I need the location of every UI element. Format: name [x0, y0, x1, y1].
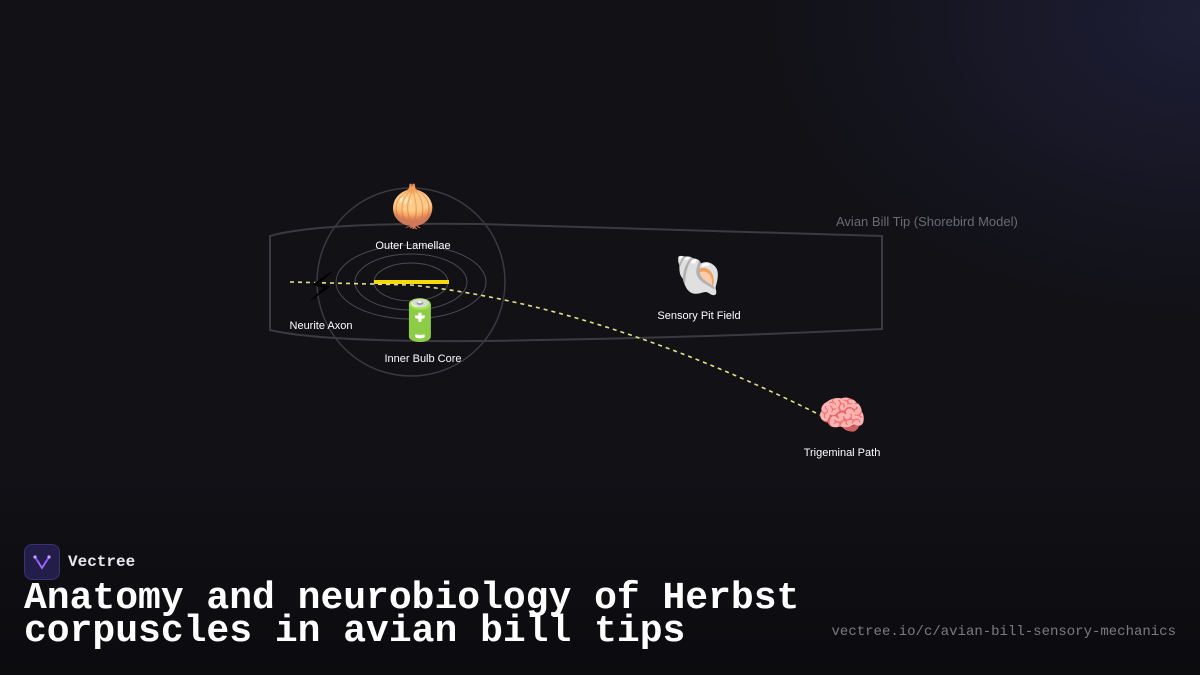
battery-icon: 🔋 [395, 298, 445, 344]
neurite-axon-label: Neurite Axon [289, 320, 353, 332]
brain-icon: 🧠 [817, 393, 867, 439]
brand-name: Vectree [68, 553, 136, 571]
page-title: Anatomy and neurobiology of Herbst corpu… [24, 577, 800, 653]
lamella-ring-1 [335, 244, 487, 320]
onion-icon: 🧅 [388, 184, 438, 230]
footer-url[interactable]: vectree.io/c/avian-bill-sensory-mechanic… [831, 624, 1176, 640]
sensory-pit-field-label: Sensory Pit Field [657, 310, 741, 322]
lightning-icon: ⚡ [306, 265, 336, 311]
brand: Vectree [24, 544, 135, 580]
bill-tip-outline [269, 222, 883, 343]
neural-signal-path [289, 281, 821, 416]
trigeminal-path-label: Trigeminal Path [803, 447, 881, 459]
region-label: Avian Bill Tip (Shorebird Model) [836, 214, 1018, 229]
vectree-logo-icon [24, 544, 60, 580]
inner-bulb-core-label: Inner Bulb Core [384, 353, 462, 365]
lamella-ring-2 [354, 253, 468, 311]
outer-lamellae-label: Outer Lamellae [375, 240, 451, 252]
shell-icon: 🐚 [674, 253, 724, 299]
